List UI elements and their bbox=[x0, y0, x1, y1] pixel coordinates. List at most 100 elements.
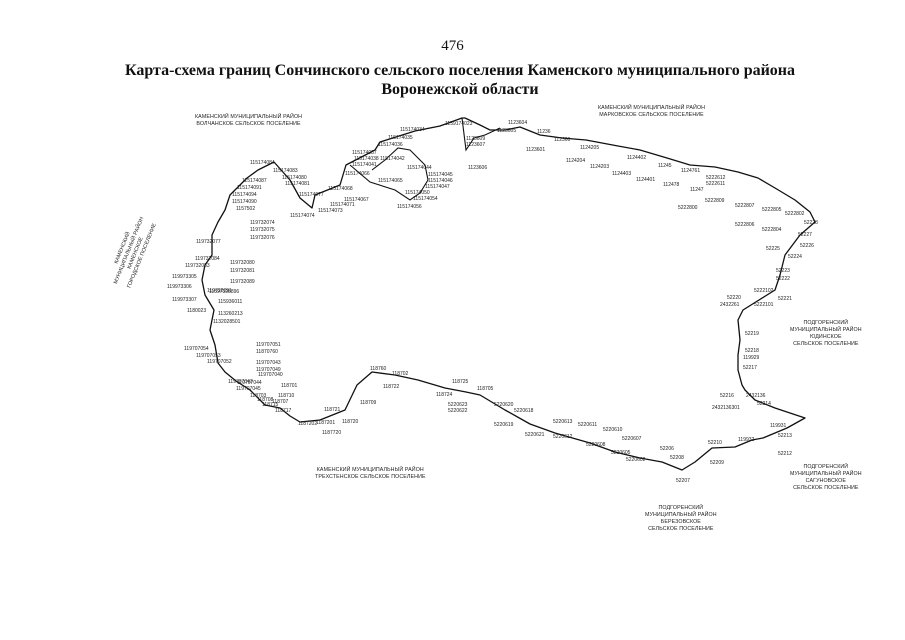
point-label: 1124203 bbox=[590, 164, 609, 170]
point-label: 118705 bbox=[477, 386, 494, 392]
point-label: 115174037 bbox=[352, 150, 377, 156]
point-label: 5220620 bbox=[494, 402, 514, 408]
point-label: 119732081 bbox=[230, 268, 255, 274]
point-label: 118722 bbox=[383, 384, 400, 390]
point-label: 115174083 bbox=[273, 168, 298, 174]
point-label: 1157502 bbox=[236, 206, 255, 212]
point-label: 118703 bbox=[250, 393, 267, 399]
point-label: 5220611 bbox=[578, 422, 597, 428]
point-label: 119707043 bbox=[256, 360, 281, 366]
point-label: 118707 bbox=[272, 399, 289, 405]
point-label: 52221 bbox=[778, 296, 792, 302]
point-label: 52225 bbox=[766, 246, 780, 252]
point-label: 119732083 bbox=[185, 263, 210, 269]
point-label: 52209 bbox=[710, 460, 724, 466]
point-label: 115174087 bbox=[242, 178, 267, 184]
point-label: 5222800 bbox=[678, 205, 698, 211]
point-label: 118717 bbox=[275, 408, 292, 414]
point-label: 1124401 bbox=[636, 177, 655, 183]
point-label: 115174034 bbox=[400, 127, 425, 133]
point-label: 115174094 bbox=[232, 192, 257, 198]
point-label: 115174081 bbox=[285, 181, 310, 187]
point-label: 2432136301 bbox=[712, 405, 740, 411]
point-label: 115174065 bbox=[378, 178, 403, 184]
point-label: 5220607 bbox=[622, 436, 642, 442]
point-label: 1187201 bbox=[316, 420, 335, 426]
point-label: 5222806 bbox=[735, 222, 755, 228]
point-label: 115174038 bbox=[354, 156, 379, 162]
point-label: 5222804 bbox=[762, 227, 782, 233]
point-label: 119707047 bbox=[228, 379, 253, 385]
point-label: 52208 bbox=[670, 455, 684, 461]
point-label: 5220605 bbox=[611, 450, 631, 456]
point-label: 119732084 bbox=[195, 256, 220, 262]
point-label: 52207 bbox=[676, 478, 690, 484]
point-label: 119707054 bbox=[184, 346, 209, 352]
point-label: 5220602 bbox=[626, 457, 646, 463]
map-title-line2: Воронежской области bbox=[381, 81, 539, 98]
boundary-point-labels: 1159174023 115174034 115174035 115174036… bbox=[167, 120, 818, 484]
point-label: 115174054 bbox=[413, 196, 438, 202]
point-label: 115174041 bbox=[352, 162, 377, 168]
point-label: 11597328896 bbox=[209, 289, 239, 295]
point-label: 5222805 bbox=[762, 207, 782, 213]
point-label: 1124402 bbox=[627, 155, 646, 161]
point-label: 52219 bbox=[745, 331, 759, 337]
point-label: 52224 bbox=[788, 254, 802, 260]
point-label: 1123607 bbox=[466, 142, 485, 148]
point-label: 11236 bbox=[537, 129, 551, 135]
point-label: 115174091 bbox=[237, 185, 262, 191]
point-label: 119973305 bbox=[172, 274, 197, 280]
point-label: 1123604 bbox=[508, 120, 527, 126]
point-label: 115174073 bbox=[318, 208, 343, 214]
point-label: 5220623 bbox=[448, 402, 468, 408]
point-label: 115174084 bbox=[250, 160, 275, 166]
point-label: 119707044 bbox=[237, 380, 262, 386]
point-label: 115174045 bbox=[428, 172, 453, 178]
point-label: 115174050 bbox=[405, 190, 430, 196]
point-label: 1124204 bbox=[566, 158, 585, 164]
point-label: 119973307 bbox=[172, 297, 197, 303]
point-label: 115174068 bbox=[328, 186, 353, 192]
point-label: 1124761 bbox=[681, 168, 700, 174]
point-label: 1123605 bbox=[497, 128, 516, 134]
point-label: 115936011 bbox=[218, 299, 243, 305]
point-label: 52222 bbox=[776, 276, 790, 282]
point-label: 118702 bbox=[392, 371, 409, 377]
point-label: 5220610 bbox=[603, 427, 623, 433]
point-label: 1123606 bbox=[468, 165, 487, 171]
point-label: 115174074 bbox=[290, 213, 315, 219]
point-label: 119732089 bbox=[230, 279, 255, 285]
point-label: 5220618 bbox=[514, 408, 534, 414]
point-label: 112478 bbox=[663, 182, 680, 188]
point-label: 118710 bbox=[278, 393, 295, 399]
point-label: 5220621 bbox=[525, 432, 545, 438]
point-label: 5222809 bbox=[705, 198, 725, 204]
point-label: 119732077 bbox=[196, 239, 221, 245]
point-label: 119732091 bbox=[207, 288, 232, 294]
point-label: 113260213 bbox=[218, 311, 243, 317]
point-label: 52223 bbox=[776, 268, 790, 274]
point-label: 119707045 bbox=[236, 386, 261, 392]
point-label: 1159174023 bbox=[445, 121, 473, 127]
point-label: 119973306 bbox=[167, 284, 192, 290]
point-label: 52217 bbox=[743, 365, 757, 371]
point-label: 5222807 bbox=[735, 203, 755, 209]
point-label: 1124403 bbox=[612, 171, 631, 177]
point-label: 52227 bbox=[798, 232, 812, 238]
settlement-boundary bbox=[201, 117, 816, 471]
inner-notch-north bbox=[349, 147, 429, 201]
point-label: 119732075 bbox=[250, 227, 275, 233]
point-label: 119707053 bbox=[196, 353, 221, 359]
point-label: 1132028501 bbox=[213, 319, 241, 325]
map-title-line1: Карта-схема границ Сончинского сельского… bbox=[124, 62, 796, 79]
point-label: 119707049 bbox=[256, 367, 281, 373]
point-label: 115174035 bbox=[388, 135, 413, 141]
point-label: 115174077 bbox=[299, 192, 324, 198]
point-label: 118721 bbox=[324, 407, 341, 413]
